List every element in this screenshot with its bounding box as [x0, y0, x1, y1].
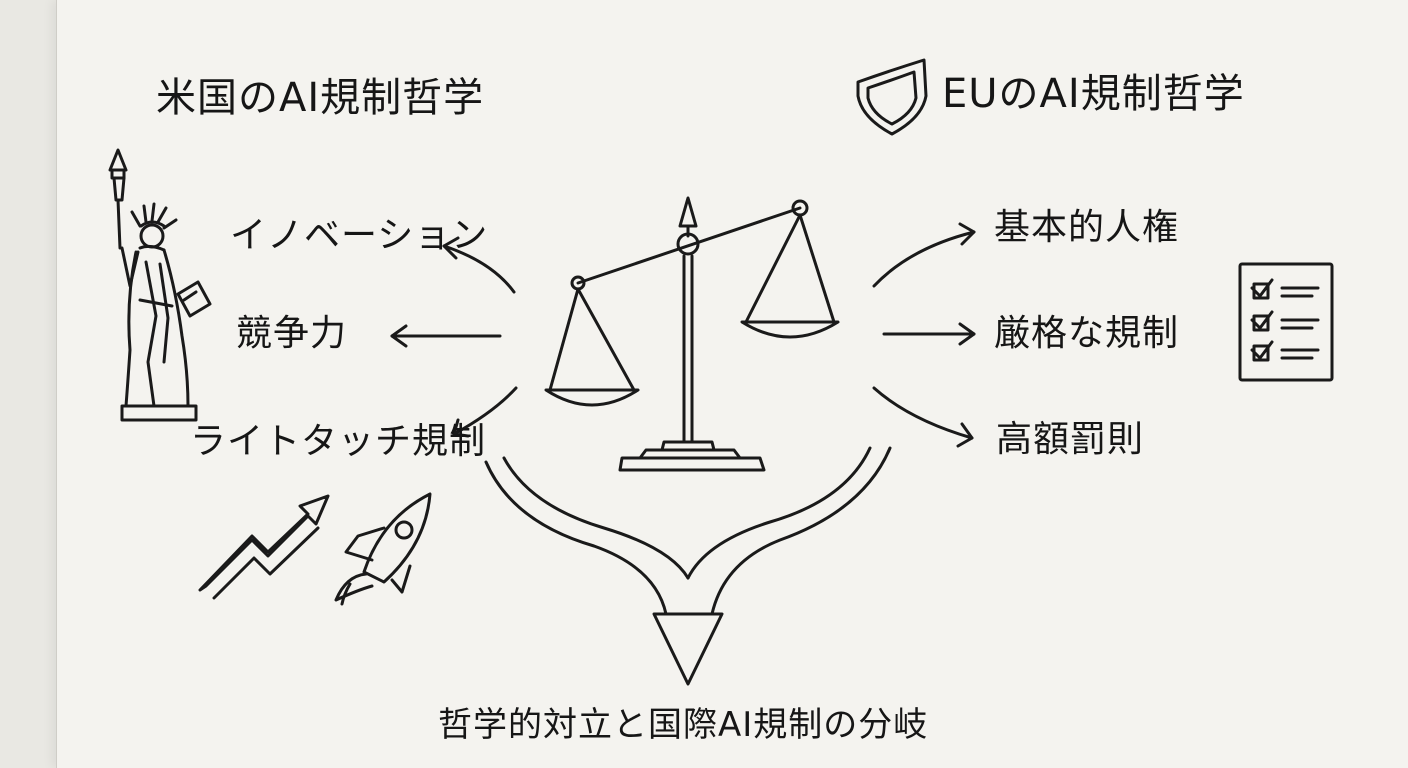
rocket-icon [334, 492, 432, 606]
paper-sheet [56, 0, 1408, 768]
shield-icon [856, 58, 928, 136]
us-arrows [390, 236, 518, 438]
us-item-competitiveness: 競争力 [236, 313, 348, 354]
growth-arrow-icon [198, 494, 330, 600]
divergence-arrow-icon [484, 446, 892, 686]
eu-arrows [872, 222, 976, 448]
us-title: 米国のAI規制哲学 [156, 75, 485, 121]
us-item-light-touch-regulation: ライトタッチ規制 [190, 421, 487, 462]
eu-title: EUのAI規制哲学 [942, 71, 1245, 117]
statue-of-liberty-icon [108, 148, 212, 422]
balance-scale-icon [544, 196, 840, 472]
checklist-icon [1238, 262, 1334, 382]
diagram-caption: 哲学的対立と国際AI規制の分岐 [438, 705, 929, 745]
eu-item-fundamental-rights: 基本的人権 [994, 207, 1180, 248]
eu-item-strict-regulation: 厳格な規制 [994, 313, 1180, 354]
us-item-innovation: イノベーション [230, 215, 489, 256]
eu-item-high-fines: 高額罰則 [996, 419, 1145, 460]
